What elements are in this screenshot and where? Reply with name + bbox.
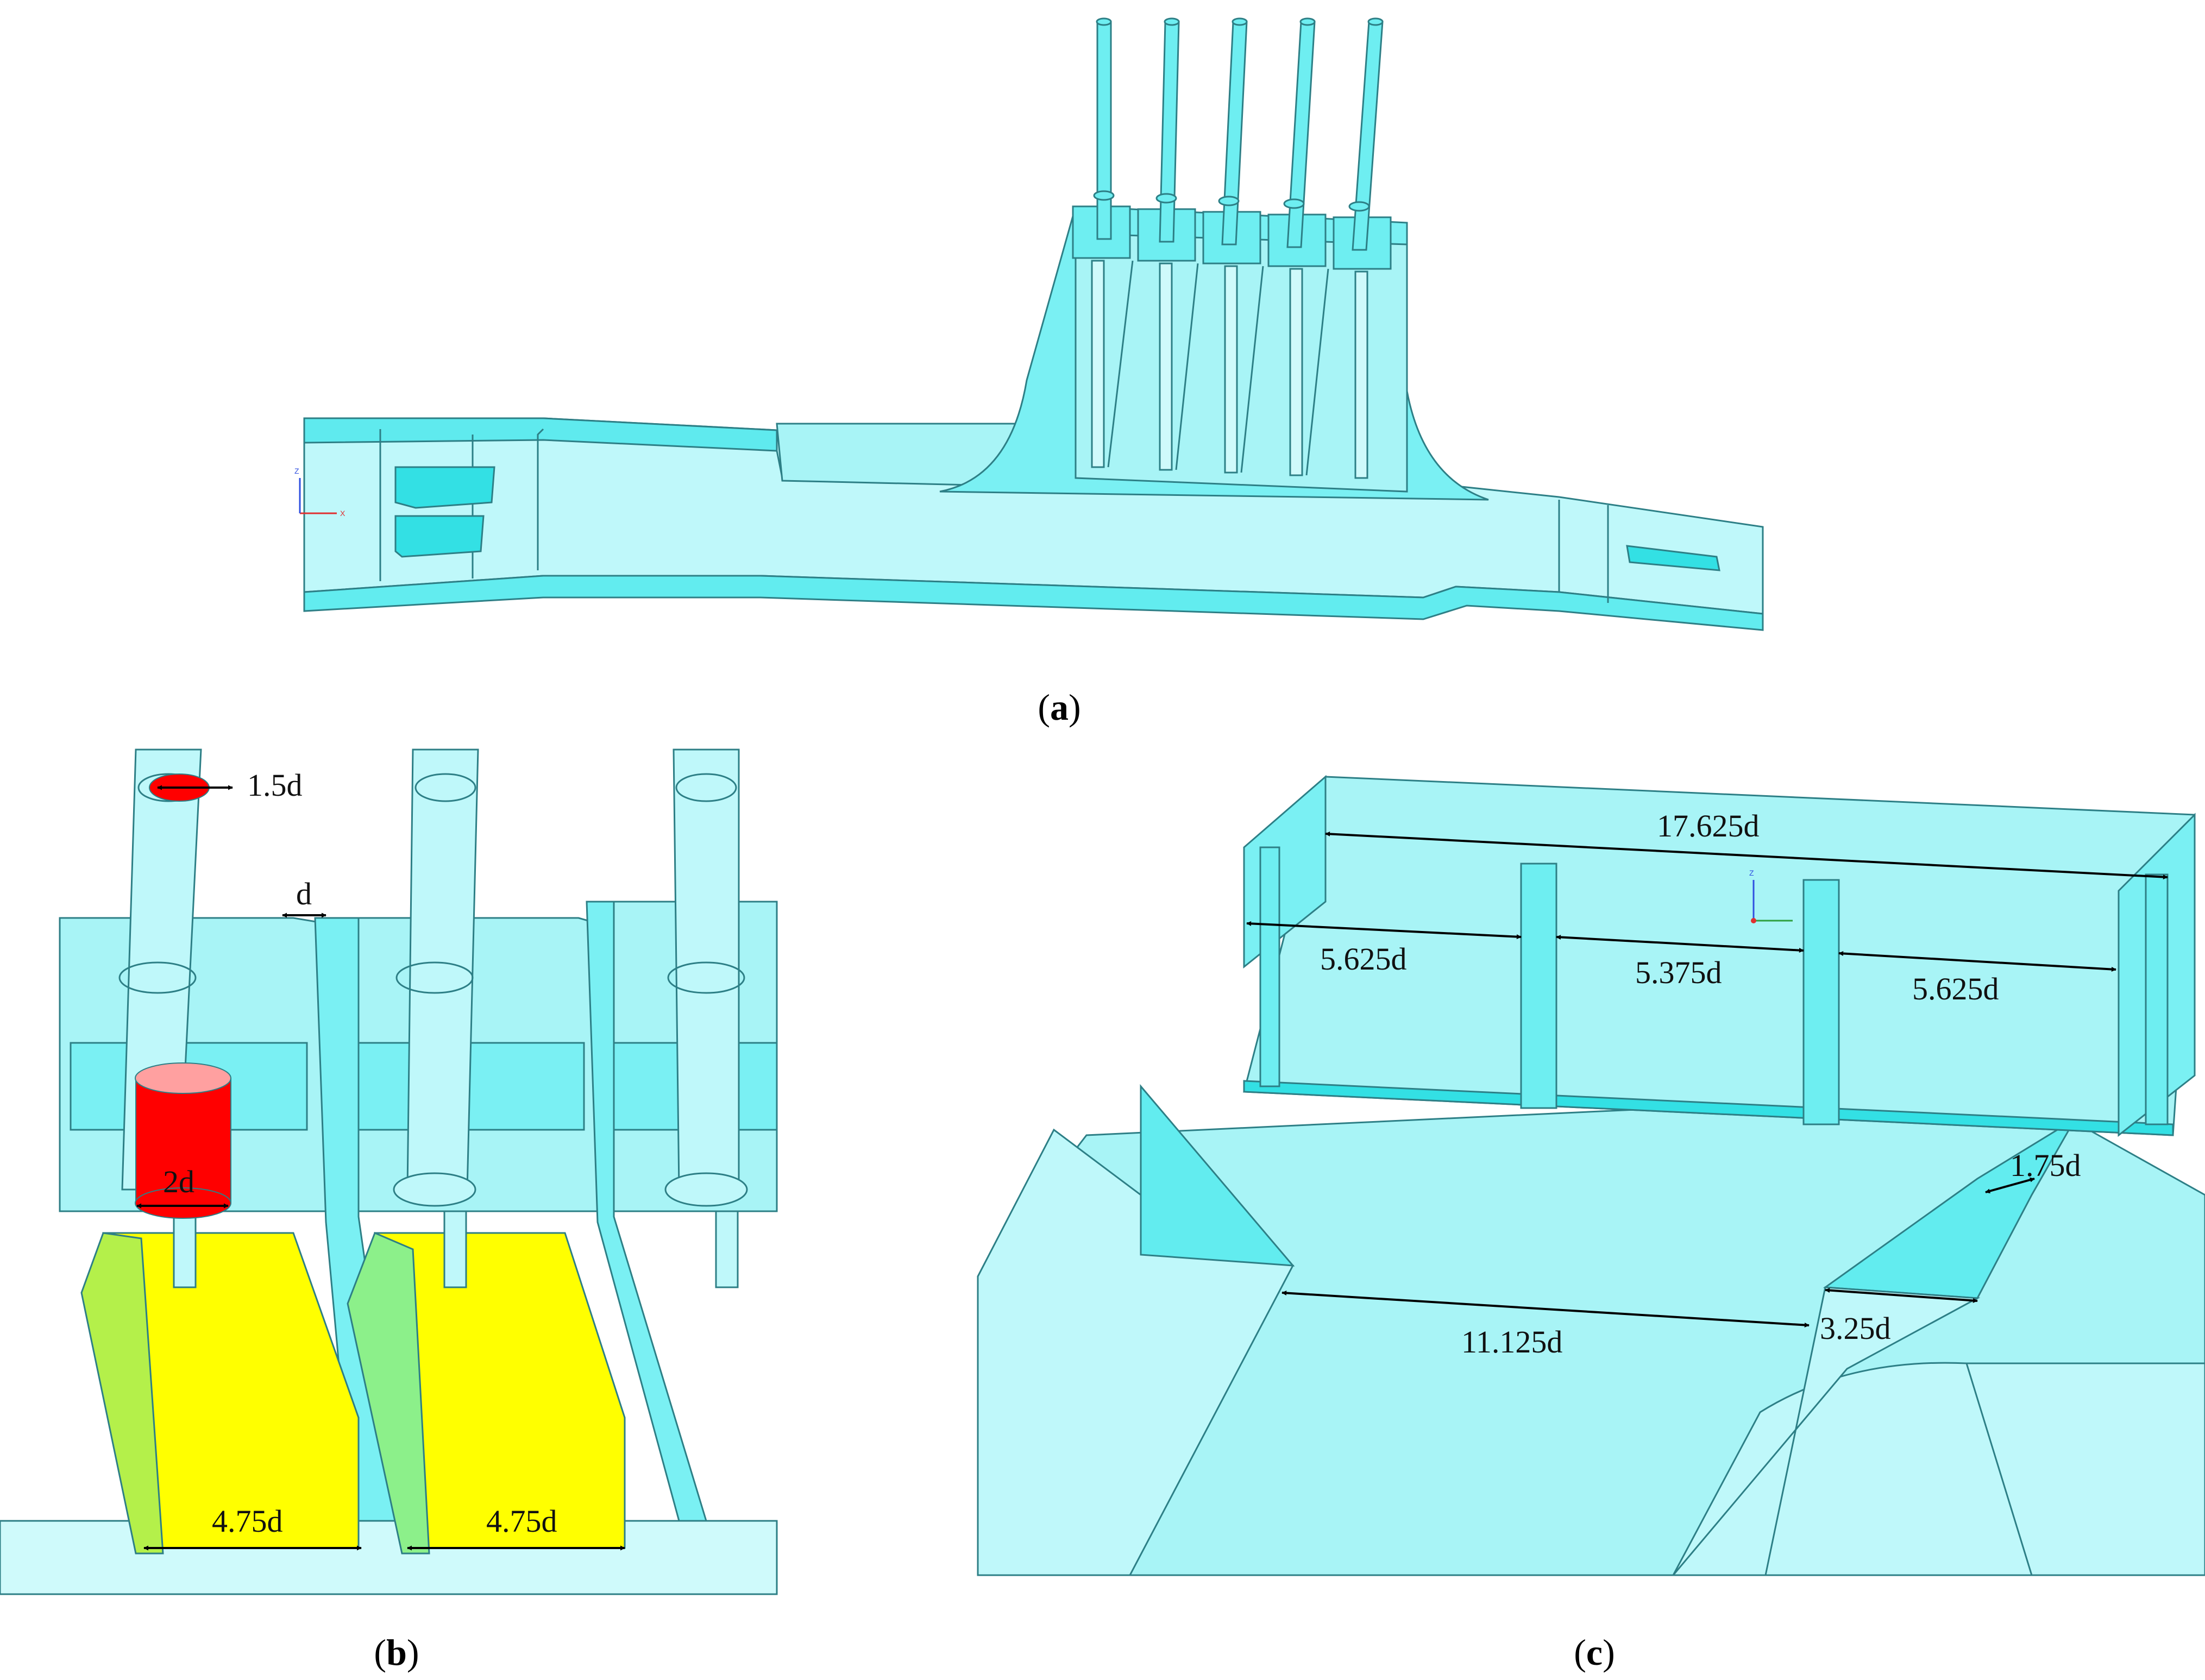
axis-x-label: X [340, 509, 345, 518]
dim-total-width: 17.625d [1657, 808, 1760, 844]
baffle-block-lower [394, 515, 485, 558]
caption-c: (c) [1574, 1632, 1615, 1673]
panel-a-model: X Z [294, 17, 1764, 631]
dim-gap: d [296, 876, 312, 911]
outlet-slot [1626, 545, 1720, 571]
dim-cylinder-diameter: 2d [163, 1164, 194, 1199]
nozzle-chambers [1072, 205, 1392, 479]
channel-side-face [303, 575, 1764, 631]
red-cylinder [135, 1078, 231, 1204]
dim-wall-offset: 3.25d [1820, 1311, 1891, 1346]
dim-side-gap: 1.75d [2010, 1148, 2081, 1183]
panel-c-dimensions: Z 17.625d 5.625d 5.375d 5.625d 1.75d 11.… [977, 775, 2205, 1576]
inlet-pipes [1093, 17, 1384, 251]
panel-b-detail: 1.5d d 2d 4.75d 4.75d [0, 739, 778, 1595]
dim-bottom-right: 4.75d [486, 1503, 557, 1539]
dim-middle-span: 5.375d [1635, 955, 1722, 990]
axis-triad-a: X Z [294, 467, 345, 518]
caption-a: (a) [1038, 687, 1080, 728]
dim-bottom-left: 4.75d [212, 1503, 283, 1539]
dim-throat: 11.125d [1461, 1324, 1562, 1360]
dim-left-span: 5.625d [1320, 941, 1407, 977]
caption-b: (b) [374, 1632, 419, 1673]
dim-right-span: 5.625d [1912, 971, 1999, 1006]
dim-pipe-diameter: 1.5d [247, 767, 303, 803]
axis-z-label-c: Z [1749, 869, 1754, 877]
baffle-block-upper [394, 466, 495, 509]
green-wall-left [80, 1232, 164, 1555]
axis-z-label: Z [294, 467, 299, 475]
green-wall-right [347, 1232, 430, 1555]
